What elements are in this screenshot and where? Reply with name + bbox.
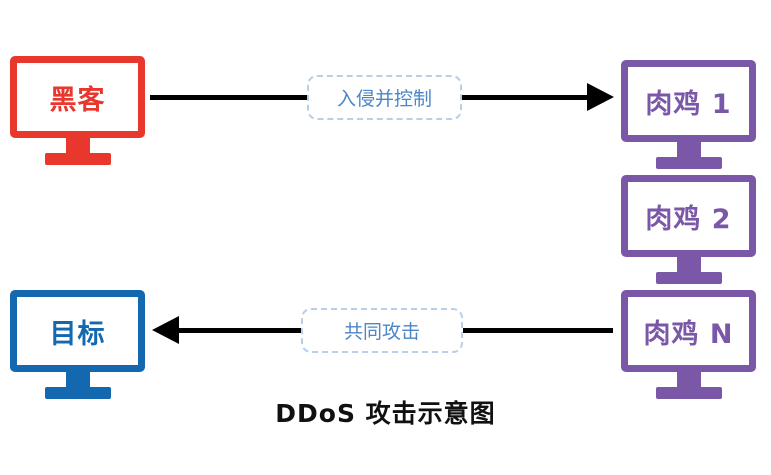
zombie1-monitor-screen: 肉鸡 1 xyxy=(621,60,756,142)
target-label: 目标 xyxy=(49,318,106,350)
zombie2-monitor-base xyxy=(655,272,722,284)
control-arrow-text: 入侵并控制 xyxy=(336,88,432,110)
target-monitor-neck xyxy=(65,372,90,387)
control-arrow-label: 入侵并控制 xyxy=(307,75,462,120)
hacker-monitor-base xyxy=(44,153,111,165)
target-monitor-base xyxy=(44,387,111,399)
zombie2-node: 肉鸡 2 xyxy=(621,175,756,284)
zombie2-monitor-screen: 肉鸡 2 xyxy=(621,175,756,257)
zombie1-monitor-base xyxy=(655,157,722,169)
zombie2-label: 肉鸡 2 xyxy=(645,203,732,235)
attack-arrow-text: 共同攻击 xyxy=(343,321,420,343)
diagram-title: DDoS 攻击示意图 xyxy=(275,399,496,428)
attack-arrow-label: 共同攻击 xyxy=(301,308,463,353)
hacker-monitor-neck xyxy=(65,138,90,153)
target-node: 目标 xyxy=(10,290,145,399)
zombieN-node: 肉鸡 N xyxy=(621,290,756,399)
zombieN-monitor-base xyxy=(655,387,722,399)
zombieN-monitor-screen: 肉鸡 N xyxy=(621,290,756,372)
control-arrow-head-icon xyxy=(587,83,614,111)
hacker-label: 黑客 xyxy=(49,84,106,116)
attack-arrow-head-icon xyxy=(152,316,179,344)
zombieN-label: 肉鸡 N xyxy=(643,318,734,350)
zombie1-label: 肉鸡 1 xyxy=(645,88,732,120)
target-monitor-screen: 目标 xyxy=(10,290,145,372)
zombie1-node: 肉鸡 1 xyxy=(621,60,756,169)
zombie1-monitor-neck xyxy=(676,142,701,157)
hacker-node: 黑客 xyxy=(10,56,145,165)
zombieN-monitor-neck xyxy=(676,372,701,387)
zombie2-monitor-neck xyxy=(676,257,701,272)
hacker-monitor-screen: 黑客 xyxy=(10,56,145,138)
